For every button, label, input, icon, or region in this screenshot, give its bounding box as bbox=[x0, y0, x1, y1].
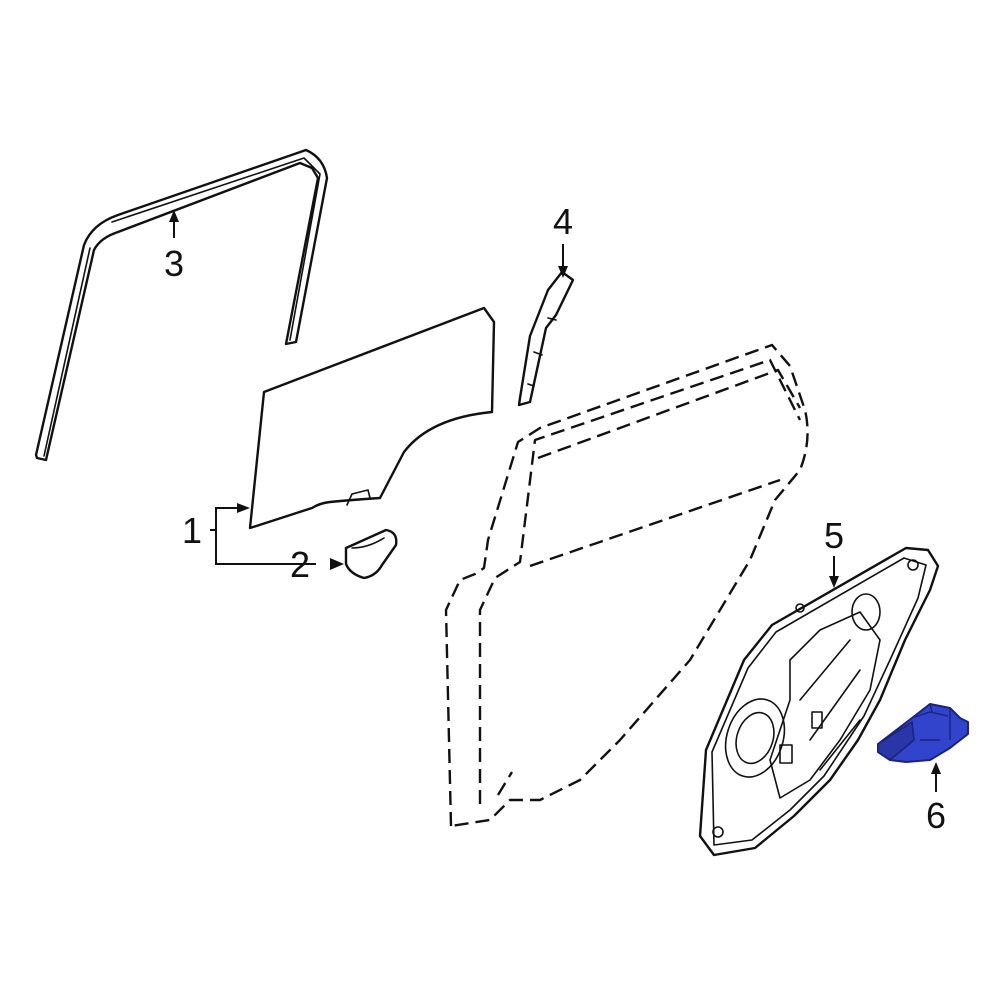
callout-5-label: 5 bbox=[824, 515, 844, 556]
callout-1-label: 1 bbox=[182, 510, 202, 551]
module-panel-icon[interactable] bbox=[698, 546, 940, 857]
leader-lines bbox=[169, 210, 941, 792]
window-motor-icon[interactable] bbox=[877, 703, 969, 763]
callout-6-label: 6 bbox=[926, 795, 946, 836]
door-glass-icon[interactable] bbox=[248, 306, 496, 530]
glass-clip-icon[interactable] bbox=[344, 528, 398, 580]
channel-bracket-icon[interactable] bbox=[517, 270, 575, 407]
glass-run-channel-icon[interactable] bbox=[34, 148, 329, 462]
callout-2-label: 2 bbox=[290, 544, 310, 585]
callout-3-label: 3 bbox=[164, 243, 184, 284]
callout-4-label: 4 bbox=[553, 201, 573, 242]
door-shell-outline-icon bbox=[444, 343, 809, 828]
